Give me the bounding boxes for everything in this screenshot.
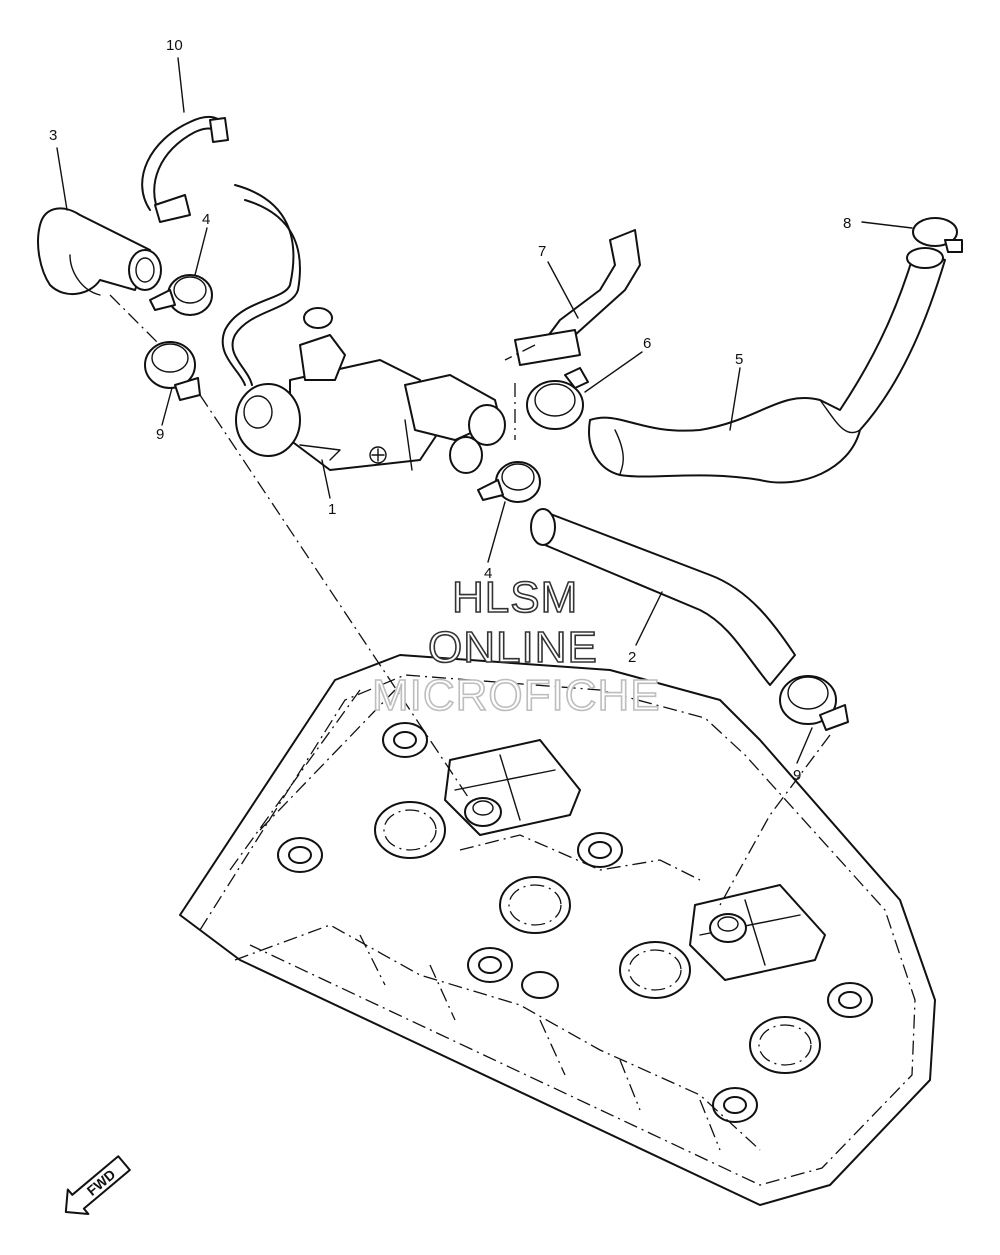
part-6-clamp (526, 367, 589, 430)
assembly-line-left (109, 294, 471, 801)
leader-7 (547, 261, 579, 319)
callout-7: 7 (538, 243, 546, 260)
leader-4a (194, 227, 208, 276)
part-9-clamp-right (779, 675, 849, 731)
leader-5 (729, 367, 741, 431)
callout-8: 8 (843, 215, 851, 232)
leader-6 (584, 351, 643, 393)
callout-3: 3 (49, 127, 57, 144)
assembly-line-upper (504, 344, 536, 440)
assembly-line-right (719, 734, 831, 906)
part-1-air-cut-valve (235, 307, 506, 474)
leader-8 (861, 221, 913, 229)
leader-2 (635, 591, 663, 646)
leader-9b (796, 727, 813, 764)
part-5-hose (588, 247, 946, 484)
leader-1 (321, 459, 331, 499)
part-8-clamp (912, 217, 963, 253)
watermark-line-3: MICROFICHE (372, 671, 661, 720)
callout-4-lower: 4 (484, 565, 492, 582)
leader-3 (56, 147, 68, 211)
forward-arrow-icon: FWD (64, 1155, 131, 1215)
part-2-hose (530, 508, 796, 686)
callout-4-upper: 4 (202, 211, 210, 228)
callout-1: 1 (328, 501, 336, 518)
part-4-clamp-upper (149, 274, 213, 316)
leader-9a (161, 387, 173, 426)
part-4-clamp-lower (477, 461, 541, 503)
callout-5: 5 (735, 351, 743, 368)
part-3-elbow-hose (37, 207, 162, 296)
leader-10 (177, 57, 185, 113)
watermark-line-2: ONLINE (428, 623, 598, 672)
leader-4b (487, 501, 506, 563)
callout-9-left: 9 (156, 426, 164, 443)
part-7-bracket (514, 229, 641, 366)
valve-wire-lead (221, 184, 295, 386)
callout-9-right: 9 (793, 767, 801, 784)
callout-6: 6 (643, 335, 651, 352)
watermark-line-1: HLSM (452, 573, 578, 622)
callout-10: 10 (166, 37, 183, 54)
part-10-clip (141, 115, 229, 223)
part-9-clamp-left (144, 341, 201, 401)
callout-2: 2 (628, 649, 636, 666)
cylinder-head-cover (179, 654, 936, 1206)
